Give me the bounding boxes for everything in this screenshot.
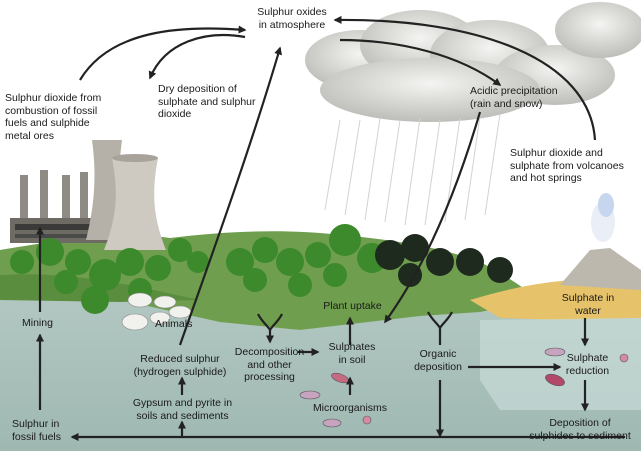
label-acidic-precipitation: Acidic precipitation (rain and snow) [470, 85, 558, 110]
label-deposition-sediment: Deposition of sulphides to sediment [529, 417, 631, 442]
arrow-reduced-sulphur-to-atmosphere [178, 46, 283, 346]
label-sulphate-reduction: Sulphate reduction [565, 352, 610, 377]
microorganisms-soil [299, 372, 372, 428]
label-atmosphere: Sulphur oxides in atmosphere [257, 6, 327, 31]
label-sulphate-in-water: Sulphate in water [561, 292, 615, 317]
label-organic-deposition: Organic deposition [414, 348, 462, 373]
label-gypsum: Gypsum and pyrite in soils and sediments [132, 397, 233, 422]
label-microorganisms: Microorganisms [312, 402, 388, 414]
volcano [560, 193, 641, 290]
label-mining: Mining [22, 317, 53, 329]
cycle-arrows [36, 15, 625, 441]
sheep-flock [121, 292, 192, 331]
arrow-combustion-to-atmosphere [79, 25, 247, 81]
arrow-volcanoes-to-atmosphere [333, 15, 597, 141]
arrow-atmosphere-to-dry-deposition [148, 34, 246, 80]
label-dry-deposition: Dry deposition of sulphate and sulphur d… [158, 83, 256, 120]
cooling-towers [86, 140, 166, 250]
tree-group-dark [375, 234, 513, 287]
soil-layer [0, 255, 641, 451]
label-volcanoes: Sulphur dioxide and sulphate from volcan… [510, 147, 624, 184]
rain-cloud [305, 2, 641, 122]
arrow-atmosphere-to-precipitation [339, 38, 502, 86]
label-fossil-fuels: Sulphur in fossil fuels [12, 418, 62, 443]
label-reduced-sulphur: Reduced sulphur (hydrogen sulphide) [133, 353, 227, 378]
arrow-precipitation-to-soil [384, 111, 482, 324]
label-sulphates-in-soil: Sulphates in soil [328, 341, 376, 366]
label-combustion: Sulphur dioxide from combustion of fossi… [5, 92, 102, 142]
junction-markers [257, 311, 453, 345]
label-decomposition: Decomposition and other processing [234, 346, 305, 383]
label-plant-uptake: Plant uptake [323, 300, 382, 312]
label-animals: Animals [155, 318, 193, 330]
shore-sand [470, 278, 641, 320]
microorganisms-water [544, 347, 629, 387]
rain-streaks [324, 113, 501, 226]
factory [10, 170, 130, 243]
